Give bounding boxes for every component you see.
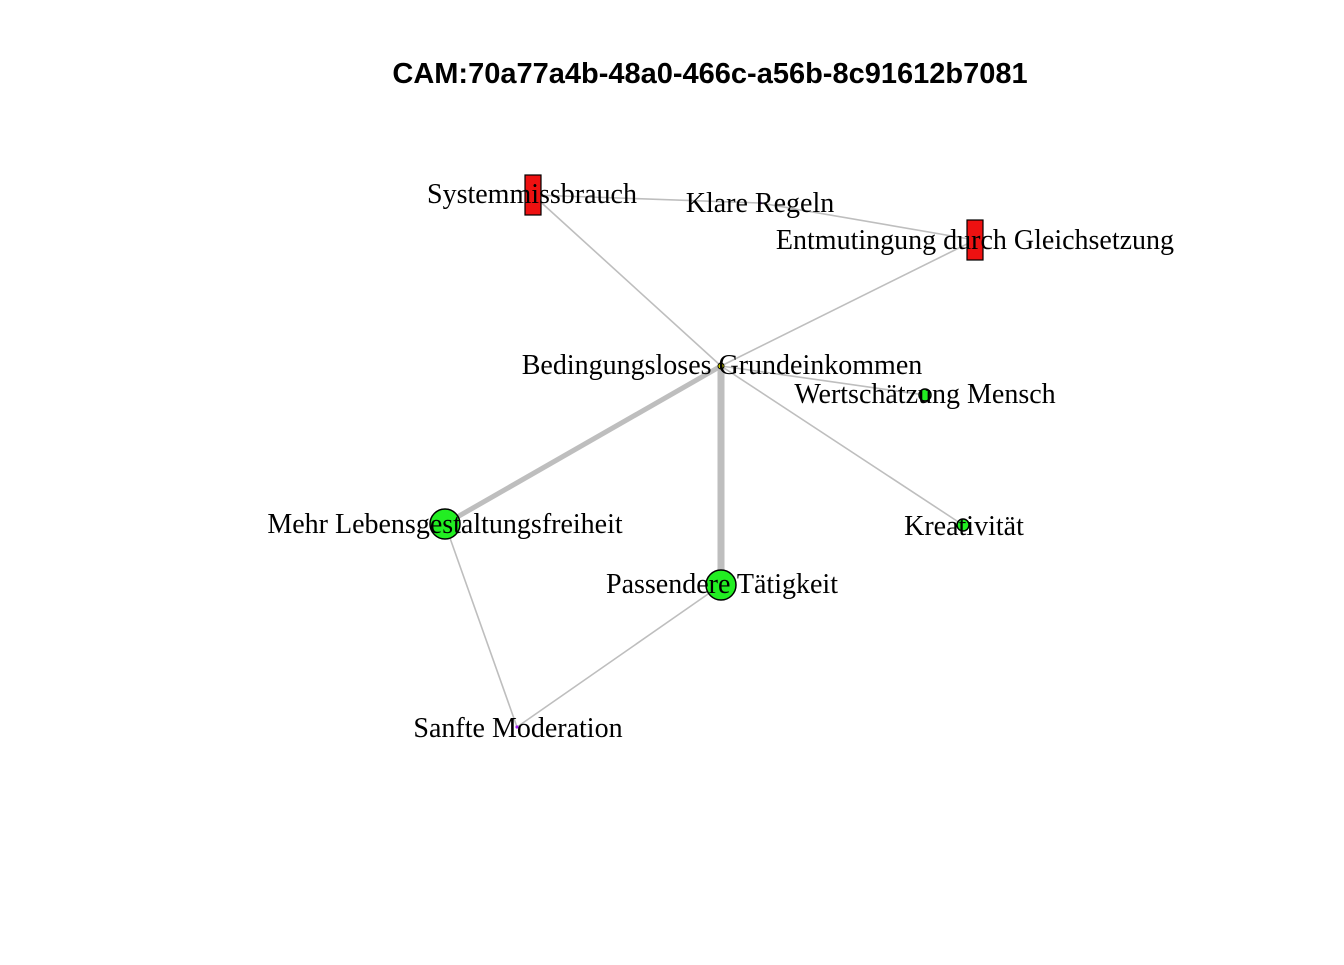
edge-sys-klare (532, 194, 761, 204)
node-label-entm: Entmutingung durch Gleichsetzung (776, 225, 1174, 256)
edges-layer (443, 194, 976, 728)
edge-mehr-sanfte (444, 523, 518, 728)
edge-pass-sanfte (516, 584, 722, 728)
node-label-bge: Bedingungsloses Grundeinkommen (522, 350, 923, 381)
edge-bge-krea (720, 365, 964, 526)
node-pass (705, 569, 737, 601)
node-mehr (429, 508, 461, 540)
node-label-klare: Klare Regeln (686, 188, 835, 219)
node-label-krea: Kreativität (904, 511, 1024, 542)
labels-layer: Systemmissbrauch Klare RegelnEntmutingung… (267, 179, 1174, 744)
node-label-wert: Wertschätzung Mensch (794, 379, 1055, 410)
node-entm (966, 219, 984, 261)
node-wert (918, 388, 932, 402)
edge-bge-wert (720, 365, 926, 396)
node-label-mehr: Mehr Lebensgestaltungsfreiheit (267, 509, 623, 540)
nodes-layer (429, 174, 984, 729)
node-sys (524, 174, 542, 216)
edge-klare-entm (759, 202, 976, 241)
edge-entm-bge (720, 239, 976, 367)
node-krea (956, 518, 970, 532)
node-bge (717, 362, 725, 370)
edge-sys-bge (532, 194, 722, 367)
edge-bge-mehr (443, 363, 723, 527)
node-label-sanfte: Sanfte Moderation (413, 713, 622, 744)
node-label-sys: Systemmissbrauch (427, 179, 637, 210)
node-klare (758, 201, 762, 205)
graph-title: CAM:70a77a4b-48a0-466c-a56b-8c91612b7081 (392, 58, 1028, 90)
node-sanfte (515, 725, 519, 729)
node-label-pass: Passendere Tätigkeit (606, 569, 838, 600)
